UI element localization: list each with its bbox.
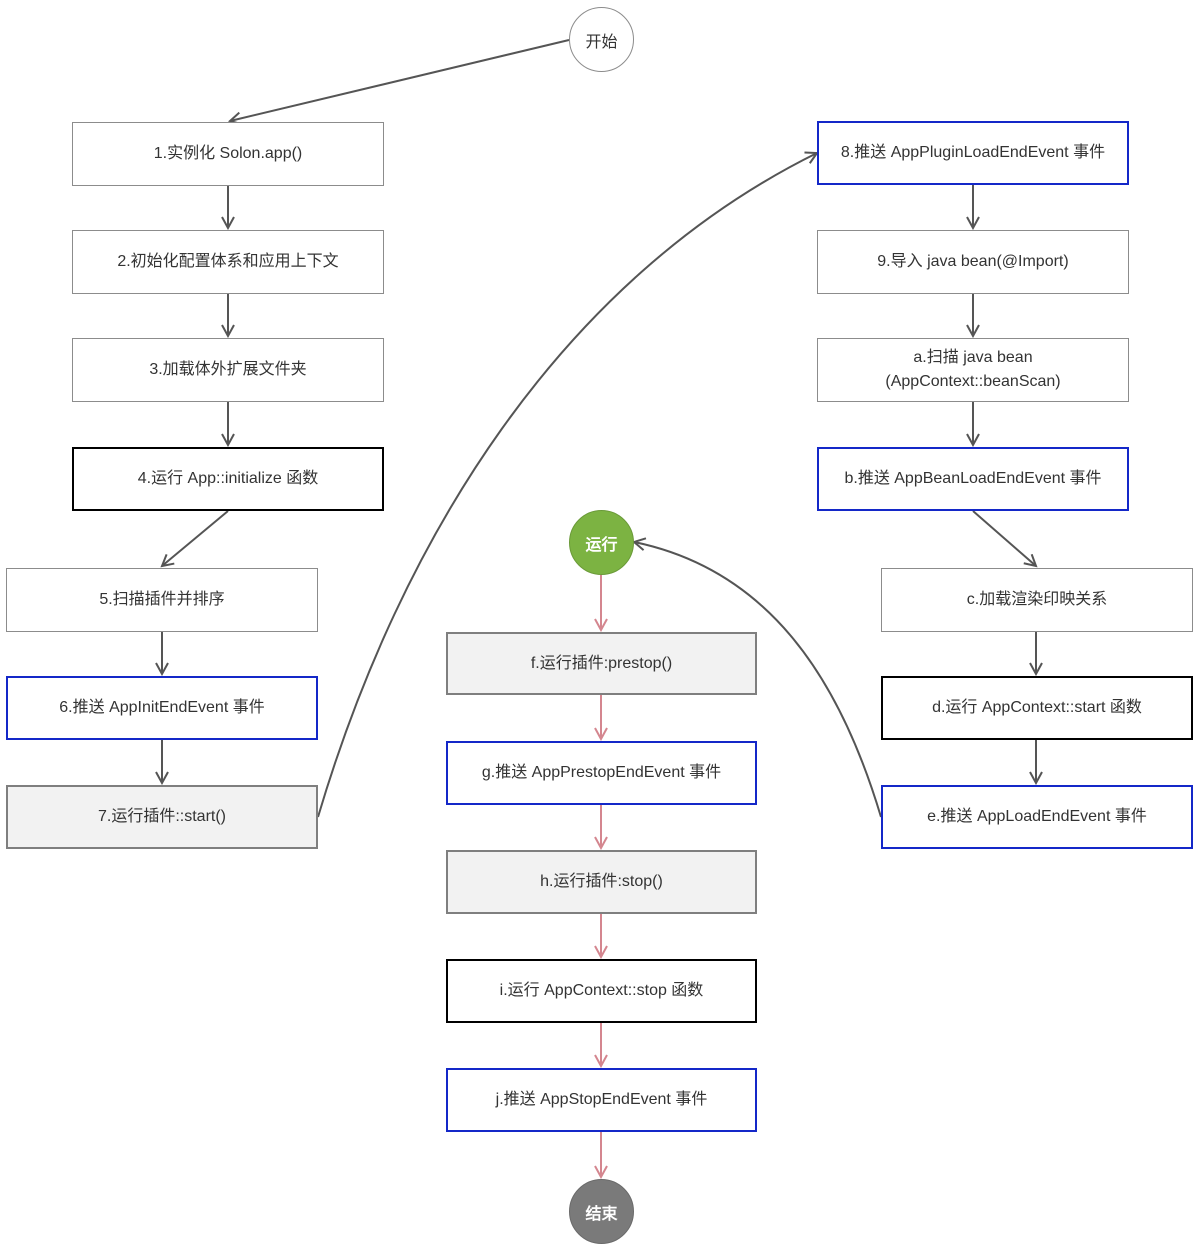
end-node: 结束 bbox=[569, 1179, 634, 1244]
step-6: 6.推送 AppInitEndEvent 事件 bbox=[6, 676, 318, 740]
arrow-e-to-run bbox=[634, 542, 882, 818]
step-6-label: 6.推送 AppInitEndEvent 事件 bbox=[59, 699, 265, 716]
step-3-label: 3.加载体外扩展文件夹 bbox=[149, 361, 307, 378]
step-4-label: 4.运行 App::initialize 函数 bbox=[137, 470, 319, 487]
run-label: 运行 bbox=[585, 536, 618, 554]
step-7: 7.运行插件::start() bbox=[6, 785, 318, 849]
step-3: 3.加载体外扩展文件夹 bbox=[72, 338, 384, 402]
step-h-label: h.运行插件:stop() bbox=[540, 873, 663, 890]
step-9: 9.导入 java bean(@Import) bbox=[817, 230, 1129, 294]
step-a-label: a.扫描 java bean (AppContext::beanScan) bbox=[885, 349, 1061, 390]
step-7-label: 7.运行插件::start() bbox=[97, 808, 226, 825]
arrow-4-to-5 bbox=[162, 510, 229, 566]
step-i: i.运行 AppContext::stop 函数 bbox=[446, 959, 757, 1023]
arrow-start-to-1 bbox=[230, 39, 570, 121]
step-a: a.扫描 java bean (AppContext::beanScan) bbox=[817, 338, 1129, 402]
step-g: g.推送 AppPrestopEndEvent 事件 bbox=[446, 741, 757, 805]
step-5: 5.扫描插件并排序 bbox=[6, 568, 318, 632]
step-b-label: b.推送 AppBeanLoadEndEvent 事件 bbox=[844, 470, 1102, 487]
step-h: h.运行插件:stop() bbox=[446, 850, 757, 914]
step-2: 2.初始化配置体系和应用上下文 bbox=[72, 230, 384, 294]
step-8: 8.推送 AppPluginLoadEndEvent 事件 bbox=[817, 121, 1129, 185]
step-d-label: d.运行 AppContext::start 函数 bbox=[932, 699, 1142, 716]
step-5-label: 5.扫描插件并排序 bbox=[99, 591, 225, 608]
step-c-label: c.加载渲染印映关系 bbox=[966, 591, 1108, 608]
start-node: 开始 bbox=[569, 7, 634, 72]
step-1-label: 1.实例化 Solon.app() bbox=[153, 145, 303, 162]
step-8-label: 8.推送 AppPluginLoadEndEvent 事件 bbox=[840, 144, 1106, 161]
step-b: b.推送 AppBeanLoadEndEvent 事件 bbox=[817, 447, 1129, 511]
step-2-label: 2.初始化配置体系和应用上下文 bbox=[117, 253, 339, 270]
step-f: f.运行插件:prestop() bbox=[446, 632, 757, 695]
step-j: j.推送 AppStopEndEvent 事件 bbox=[446, 1068, 757, 1132]
step-4: 4.运行 App::initialize 函数 bbox=[72, 447, 384, 511]
step-1: 1.实例化 Solon.app() bbox=[72, 122, 384, 186]
arrow-b-to-c bbox=[972, 510, 1036, 566]
step-9-label: 9.导入 java bean(@Import) bbox=[877, 253, 1069, 270]
start-label: 开始 bbox=[585, 33, 618, 51]
step-i-label: i.运行 AppContext::stop 函数 bbox=[499, 982, 704, 999]
arrow-7-to-8 bbox=[317, 153, 817, 818]
run-node: 运行 bbox=[569, 510, 634, 575]
end-label: 结束 bbox=[585, 1205, 618, 1223]
step-c: c.加载渲染印映关系 bbox=[881, 568, 1193, 632]
step-j-label: j.推送 AppStopEndEvent 事件 bbox=[495, 1091, 708, 1108]
step-g-label: g.推送 AppPrestopEndEvent 事件 bbox=[481, 764, 722, 781]
step-f-label: f.运行插件:prestop() bbox=[530, 654, 673, 672]
step-d: d.运行 AppContext::start 函数 bbox=[881, 676, 1193, 740]
step-e: e.推送 AppLoadEndEvent 事件 bbox=[881, 785, 1193, 849]
step-e-label: e.推送 AppLoadEndEvent 事件 bbox=[927, 808, 1147, 825]
